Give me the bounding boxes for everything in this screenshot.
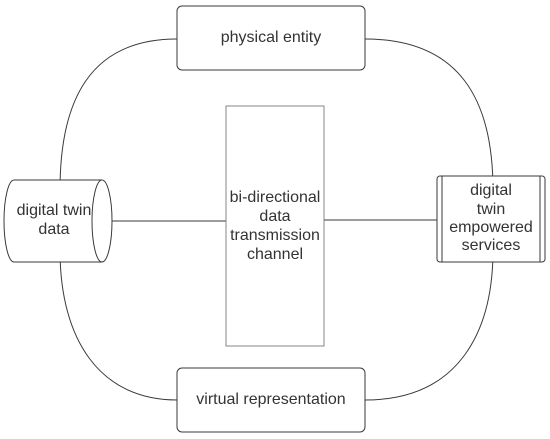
virtual-representation-box[interactable] — [176, 367, 366, 433]
physical-entity-label: physical entity — [220, 29, 322, 47]
channel-box[interactable] — [225, 105, 325, 347]
channel-label: bi-directional data transmission channel — [229, 188, 321, 264]
twin-data-label: digital twin data — [16, 201, 92, 238]
services-box[interactable] — [436, 175, 546, 263]
virtual-representation-label: virtual representation — [196, 391, 346, 409]
twin-data-cylinder[interactable] — [3, 179, 113, 263]
physical-entity-box[interactable] — [176, 5, 366, 71]
services-label: digital twin empowered services — [449, 182, 533, 255]
